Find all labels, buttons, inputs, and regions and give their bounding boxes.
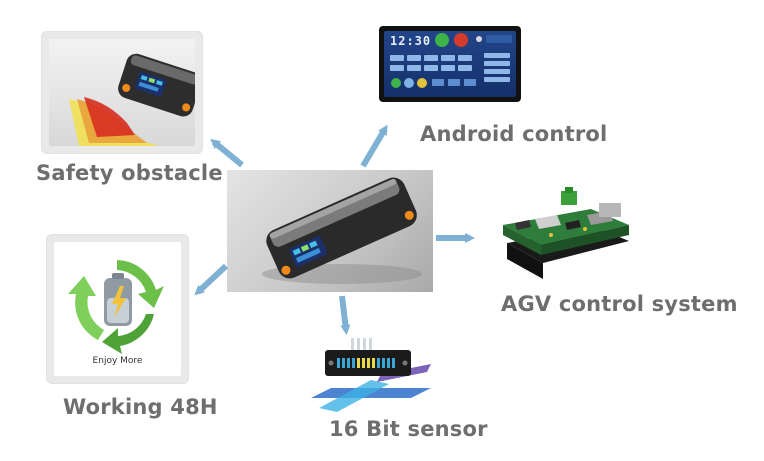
safety-obstacle-image bbox=[49, 39, 195, 146]
screen-clock: 12:30 bbox=[390, 34, 432, 48]
safety-obstacle-label: Safety obstacle bbox=[36, 161, 223, 185]
battery-caption: Enjoy More bbox=[92, 356, 143, 366]
agv-control-board-image bbox=[495, 183, 635, 283]
agv-control-system-label: AGV control system bbox=[501, 292, 738, 316]
working-48h-card: Enjoy More bbox=[46, 234, 189, 384]
battery-recycle-image: Enjoy More bbox=[54, 242, 181, 376]
agv-device-image bbox=[227, 170, 433, 292]
android-control-screen: 12:30 bbox=[379, 26, 521, 102]
sensor-label: 16 Bit sensor bbox=[329, 417, 488, 441]
sensor-image bbox=[311, 338, 431, 412]
safety-obstacle-card bbox=[41, 31, 203, 154]
working-48h-label: Working 48H bbox=[63, 395, 218, 419]
android-control-label: Android control bbox=[420, 122, 608, 146]
